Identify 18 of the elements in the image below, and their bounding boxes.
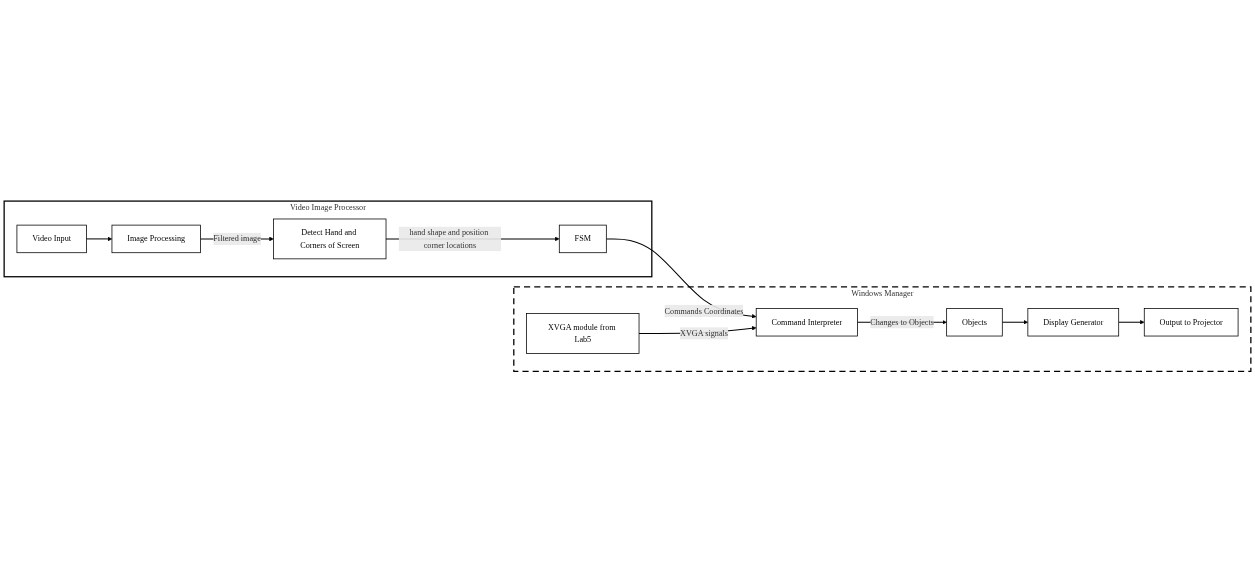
- node-box: Output to Projector: [1143, 308, 1239, 337]
- arrow: [1001, 320, 1029, 325]
- edge-label: hand shape and position corner locations: [409, 228, 489, 250]
- node-box: FSM: [558, 225, 607, 254]
- edge-label: Filtered image: [213, 234, 261, 244]
- node-box: Video Input: [16, 225, 87, 254]
- edge-label: XVGA signals: [680, 329, 728, 338]
- edge-label: Commands Coordinates: [664, 306, 744, 316]
- node-box: Command Interpreter: [755, 308, 858, 337]
- arrow: [1118, 320, 1145, 325]
- node-box: Objects: [946, 308, 1003, 337]
- node-box: XVGA module from Lab5: [526, 313, 640, 355]
- edge-label: Changes to Objects: [870, 317, 934, 327]
- node-box: Display Generator: [1027, 308, 1120, 337]
- node-box: Image Processing: [111, 225, 201, 254]
- arrow: [85, 236, 113, 242]
- node-box: Detect Hand and Corners of Screen: [273, 218, 387, 260]
- arrow: [605, 238, 757, 319]
